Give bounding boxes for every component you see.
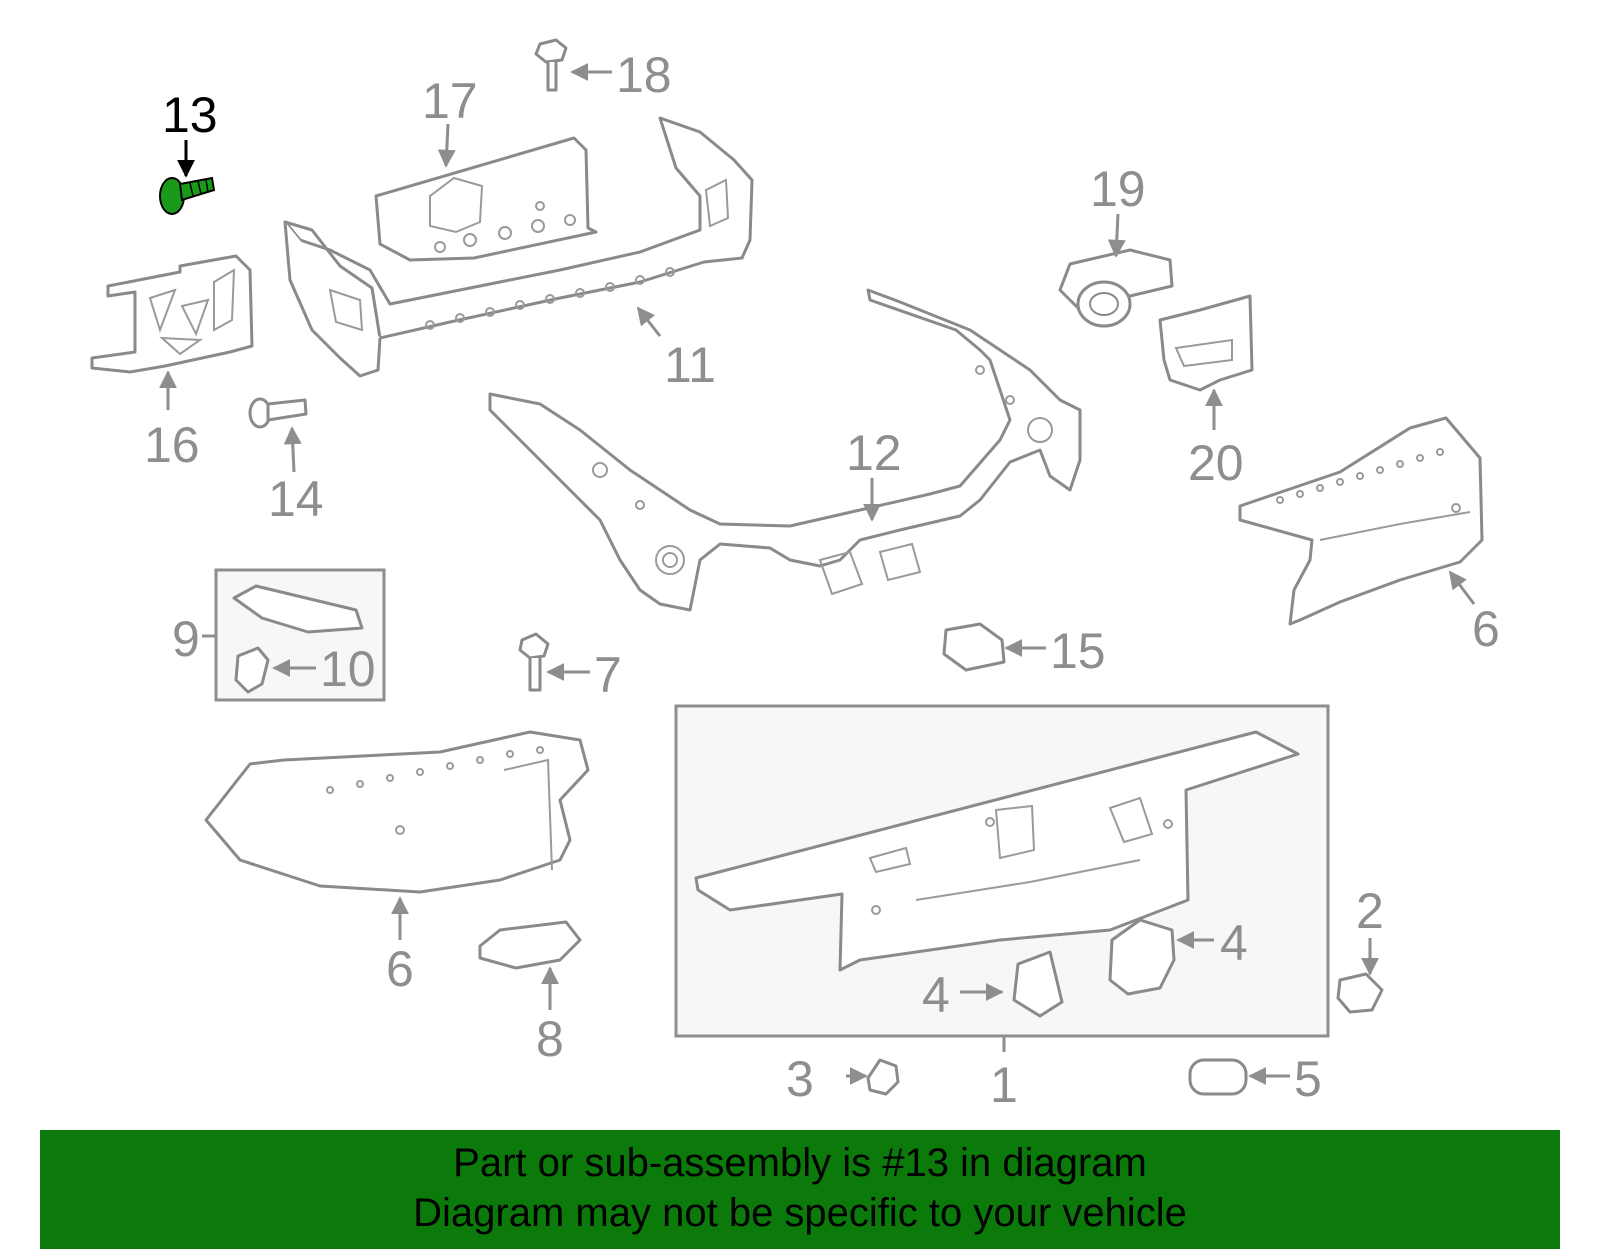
part-20-bracket[interactable] [1158,294,1254,392]
banner-line-disclaimer: Diagram may not be specific to your vehi… [413,1191,1187,1235]
part-18-bolt[interactable] [534,38,568,92]
callout-16: 16 [144,417,200,473]
callout-20: 20 [1188,435,1244,491]
part-4-bracket-left[interactable] [1012,950,1064,1018]
callout-labels: 13 17 18 16 11 14 12 19 20 6 9 10 7 15 6… [144,47,1500,1113]
part-16-bracket[interactable] [90,254,254,374]
callout-6-right: 6 [1472,601,1500,657]
info-banner: Part or sub-assembly is #13 in diagram D… [40,1130,1560,1249]
part-4-bracket-right[interactable] [1108,918,1176,996]
group-9-10-box [214,568,386,702]
callout-6-left: 6 [386,941,414,997]
callout-1: 1 [990,1057,1018,1113]
callout-2: 2 [1356,883,1384,939]
callout-13: 13 [162,87,218,143]
part-6-corner-right[interactable] [1238,416,1484,626]
banner-line-part: Part or sub-assembly is #13 in diagram [453,1141,1147,1185]
callout-15: 15 [1050,623,1106,679]
part-9-pad[interactable] [232,584,364,634]
part-6-corner-left[interactable] [204,730,590,894]
leader-lines [159,63,1476,1085]
callout-4-right: 4 [1220,915,1248,971]
group-1-box [674,704,1330,1038]
part-19-sensor[interactable] [1058,248,1174,328]
part-3-clip[interactable] [866,1058,900,1096]
part-17-plate[interactable] [374,136,598,262]
part-11-crossmember[interactable] [283,116,754,378]
callout-11: 11 [664,337,716,393]
callout-17: 17 [422,73,478,129]
part-15-cap[interactable] [942,622,1006,672]
part-12-hitch[interactable] [488,288,1082,612]
callout-5: 5 [1294,1051,1322,1107]
part-10-clip[interactable] [234,646,270,694]
callout-10: 10 [320,641,376,697]
callout-12: 12 [846,425,902,481]
part-1-step-pad[interactable] [694,730,1300,972]
part-14-bolt[interactable] [248,397,308,429]
callout-3: 3 [786,1051,814,1107]
part-7-bolt[interactable] [518,632,550,692]
callout-7: 7 [594,647,622,703]
callout-9: 9 [172,611,200,667]
part-5-plug[interactable] [1188,1058,1248,1096]
parts-diagram: 13 17 18 16 11 14 12 19 20 6 9 10 7 15 6… [90,38,1500,1113]
callout-14: 14 [268,471,324,527]
part-2-clip[interactable] [1336,972,1384,1014]
callout-4-left: 4 [922,967,950,1023]
part-13-bolt[interactable] [159,176,216,215]
callout-19: 19 [1090,161,1146,217]
callout-8: 8 [536,1011,564,1067]
callout-18: 18 [616,47,672,103]
part-8-bracket[interactable] [478,920,582,970]
